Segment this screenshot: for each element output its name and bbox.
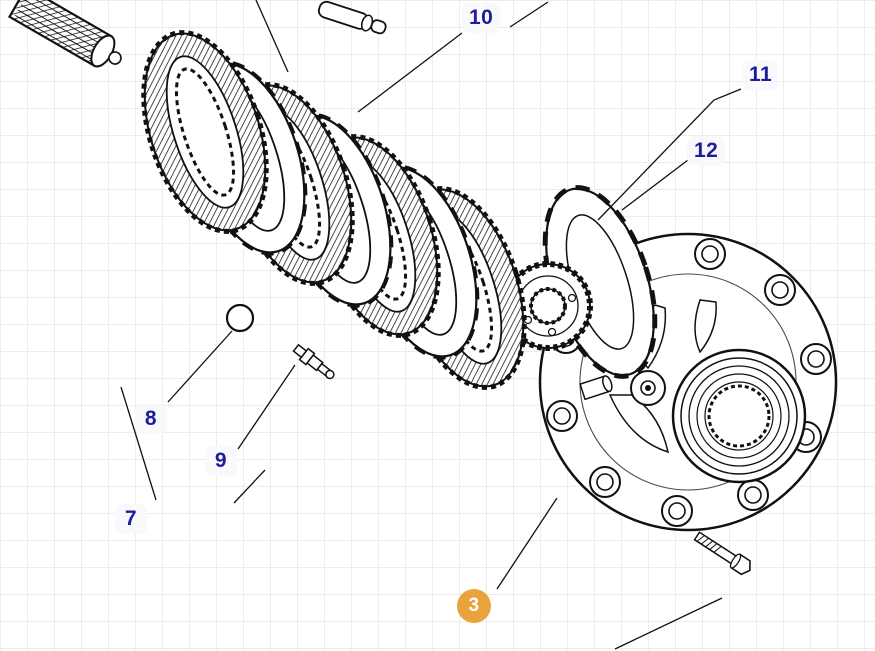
callout-10[interactable]: 10: [462, 3, 501, 33]
input-shaft: [7, 0, 122, 68]
callout-11[interactable]: 11: [742, 60, 780, 90]
callout-7[interactable]: 7: [115, 504, 147, 534]
grease-fitting: [292, 343, 335, 380]
callout-8[interactable]: 8: [135, 404, 167, 434]
bolt: [693, 531, 751, 576]
callout-3-selected[interactable]: 3: [457, 589, 491, 623]
callout-9[interactable]: 9: [205, 446, 237, 476]
clutch-disc-stack: [121, 17, 547, 403]
callout-12[interactable]: 12: [687, 136, 726, 166]
bearing-bore: [671, 348, 807, 484]
leader-lines: [120, 0, 742, 650]
ball: [225, 303, 255, 333]
pin: [317, 0, 387, 35]
